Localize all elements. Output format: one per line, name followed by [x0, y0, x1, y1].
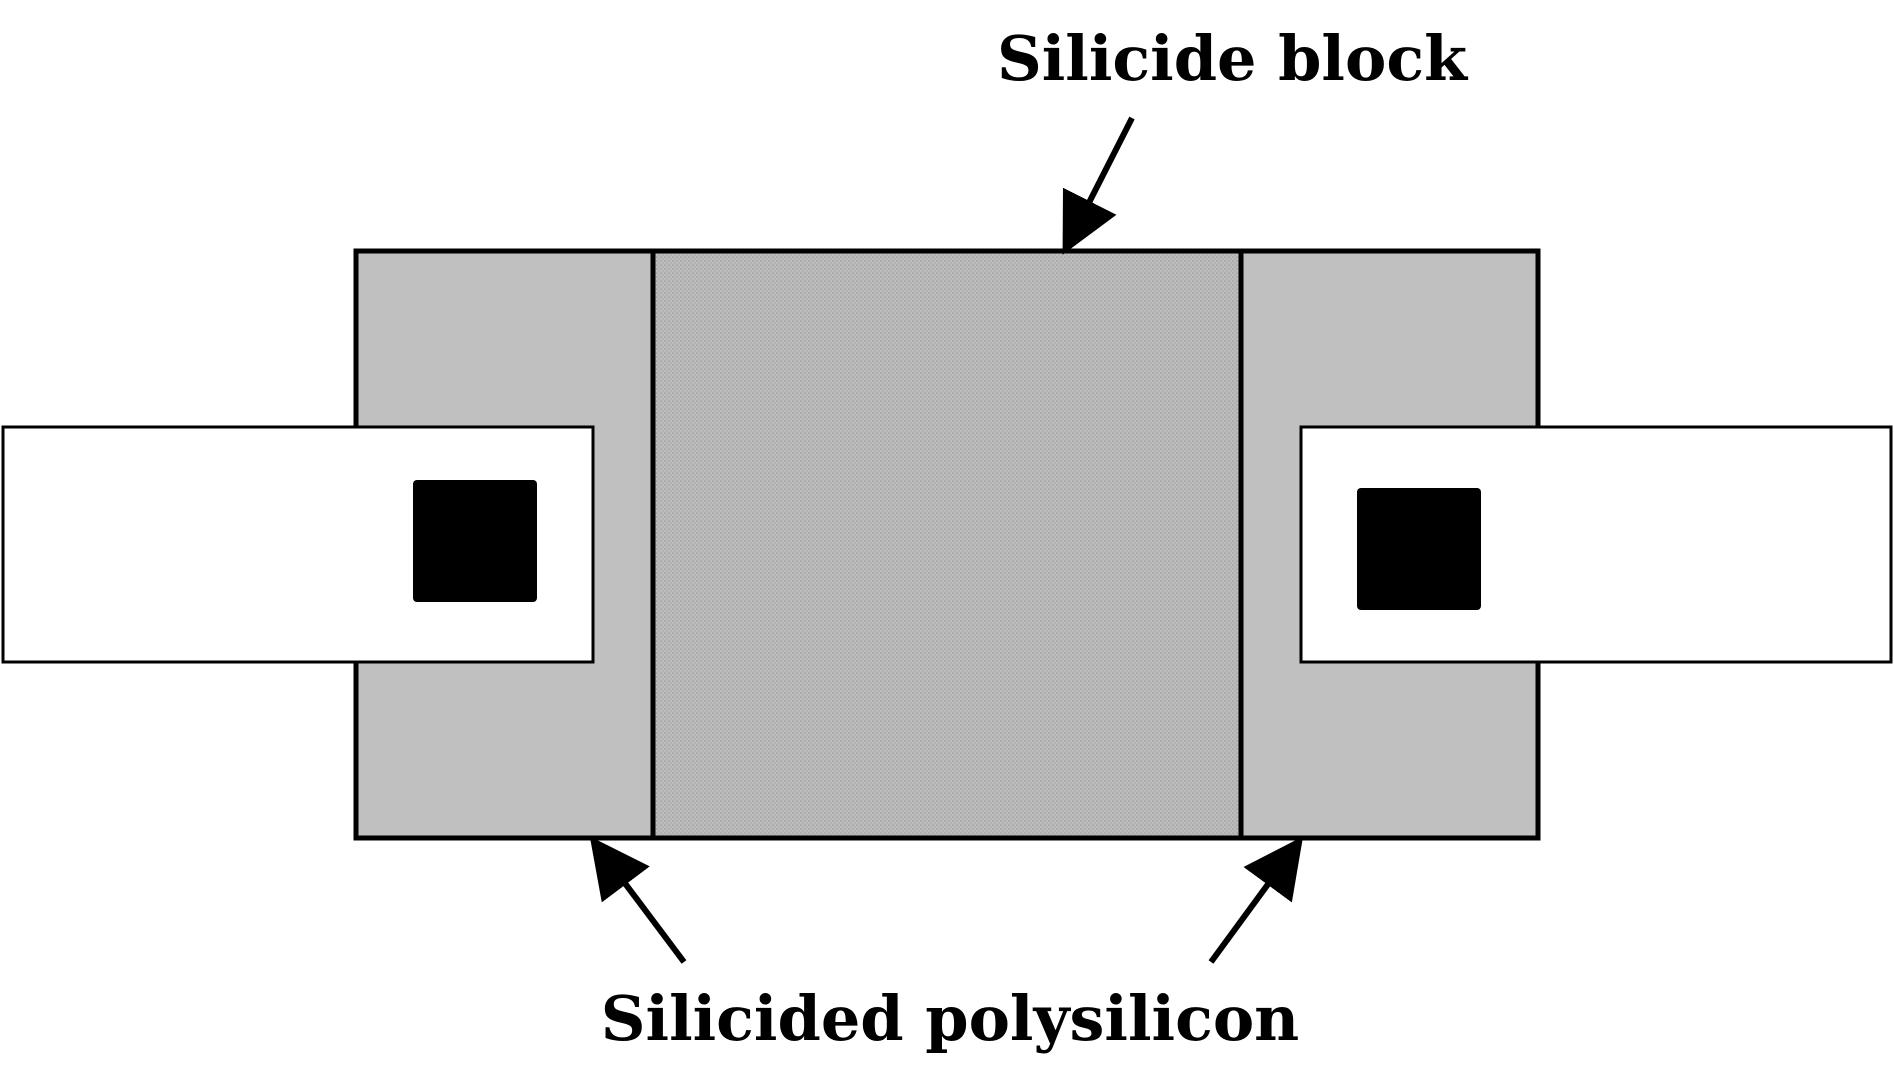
arrow-icon-silicide-block	[1062, 116, 1135, 255]
silicide-block-region	[650, 248, 1244, 841]
left-contact	[413, 480, 537, 602]
arrow-icon-left-silicided	[589, 836, 687, 964]
right-contact	[1357, 488, 1481, 610]
arrow-icon-right-silicided	[1208, 836, 1304, 964]
silicided-polysilicon-label: Silicided polysilicon	[601, 982, 1300, 1055]
silicide-block-label: Silicide block	[997, 22, 1469, 95]
